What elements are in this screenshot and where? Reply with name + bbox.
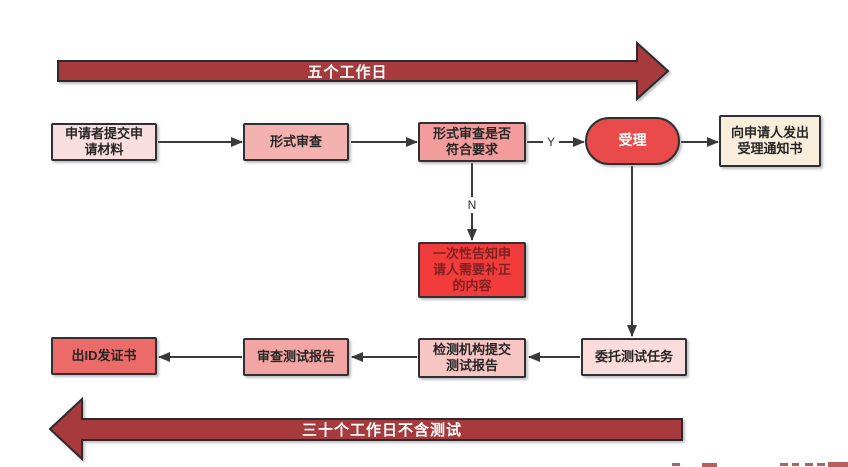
bottom-banner-label: 三十个工作日不含测试: [301, 422, 462, 439]
node-lab-test-report: 检测机构提交测试报告: [418, 338, 526, 378]
node-acceptance-notice: 向申请人发出受理通知书: [719, 115, 821, 167]
node-review-test-report: 审查测试报告: [243, 338, 349, 376]
node-formal-check-decision: 形式审查是否符合要求: [418, 122, 526, 162]
node-label: 检测机构提交测试报告: [432, 342, 511, 373]
node-label: 一次性告知申请人需要补正的内容: [432, 246, 511, 293]
node-accept: 受理: [585, 117, 680, 165]
node-label: 审查测试报告: [256, 349, 335, 365]
cutoff-fragment: [792, 463, 799, 466]
cutoff-fragment: [817, 463, 825, 466]
cutoff-fragment: [828, 462, 848, 467]
node-formal-review: 形式审查: [243, 123, 349, 161]
node-label: 申请者提交申请材料: [64, 126, 143, 157]
edge-label-no: N: [464, 197, 480, 213]
cutoff-fragment: [805, 463, 813, 466]
cutoff-fragment: [672, 463, 680, 466]
node-label: 出ID发证书: [71, 348, 137, 364]
node-label: 受理: [618, 132, 647, 149]
edge-label-yes: Y: [543, 134, 559, 150]
bottom-banner-arrow: [48, 396, 683, 462]
node-issue-id-certificate: 出ID发证书: [51, 337, 157, 375]
node-delegate-testing: 委托测试任务: [581, 338, 687, 376]
cutoff-fragment: [702, 463, 717, 467]
node-label: 形式审查是否符合要求: [432, 126, 511, 157]
node-correction-notification: 一次性告知申请人需要补正的内容: [418, 242, 526, 298]
node-label: 形式审查: [269, 134, 322, 150]
node-label: 向申请人发出受理通知书: [730, 125, 809, 156]
node-label: 委托测试任务: [594, 349, 673, 365]
cutoff-fragment: [780, 463, 788, 466]
node-submit-application: 申请者提交申请材料: [51, 123, 157, 161]
top-banner-arrow: [57, 40, 670, 102]
top-banner-label: 五个工作日: [307, 63, 388, 81]
